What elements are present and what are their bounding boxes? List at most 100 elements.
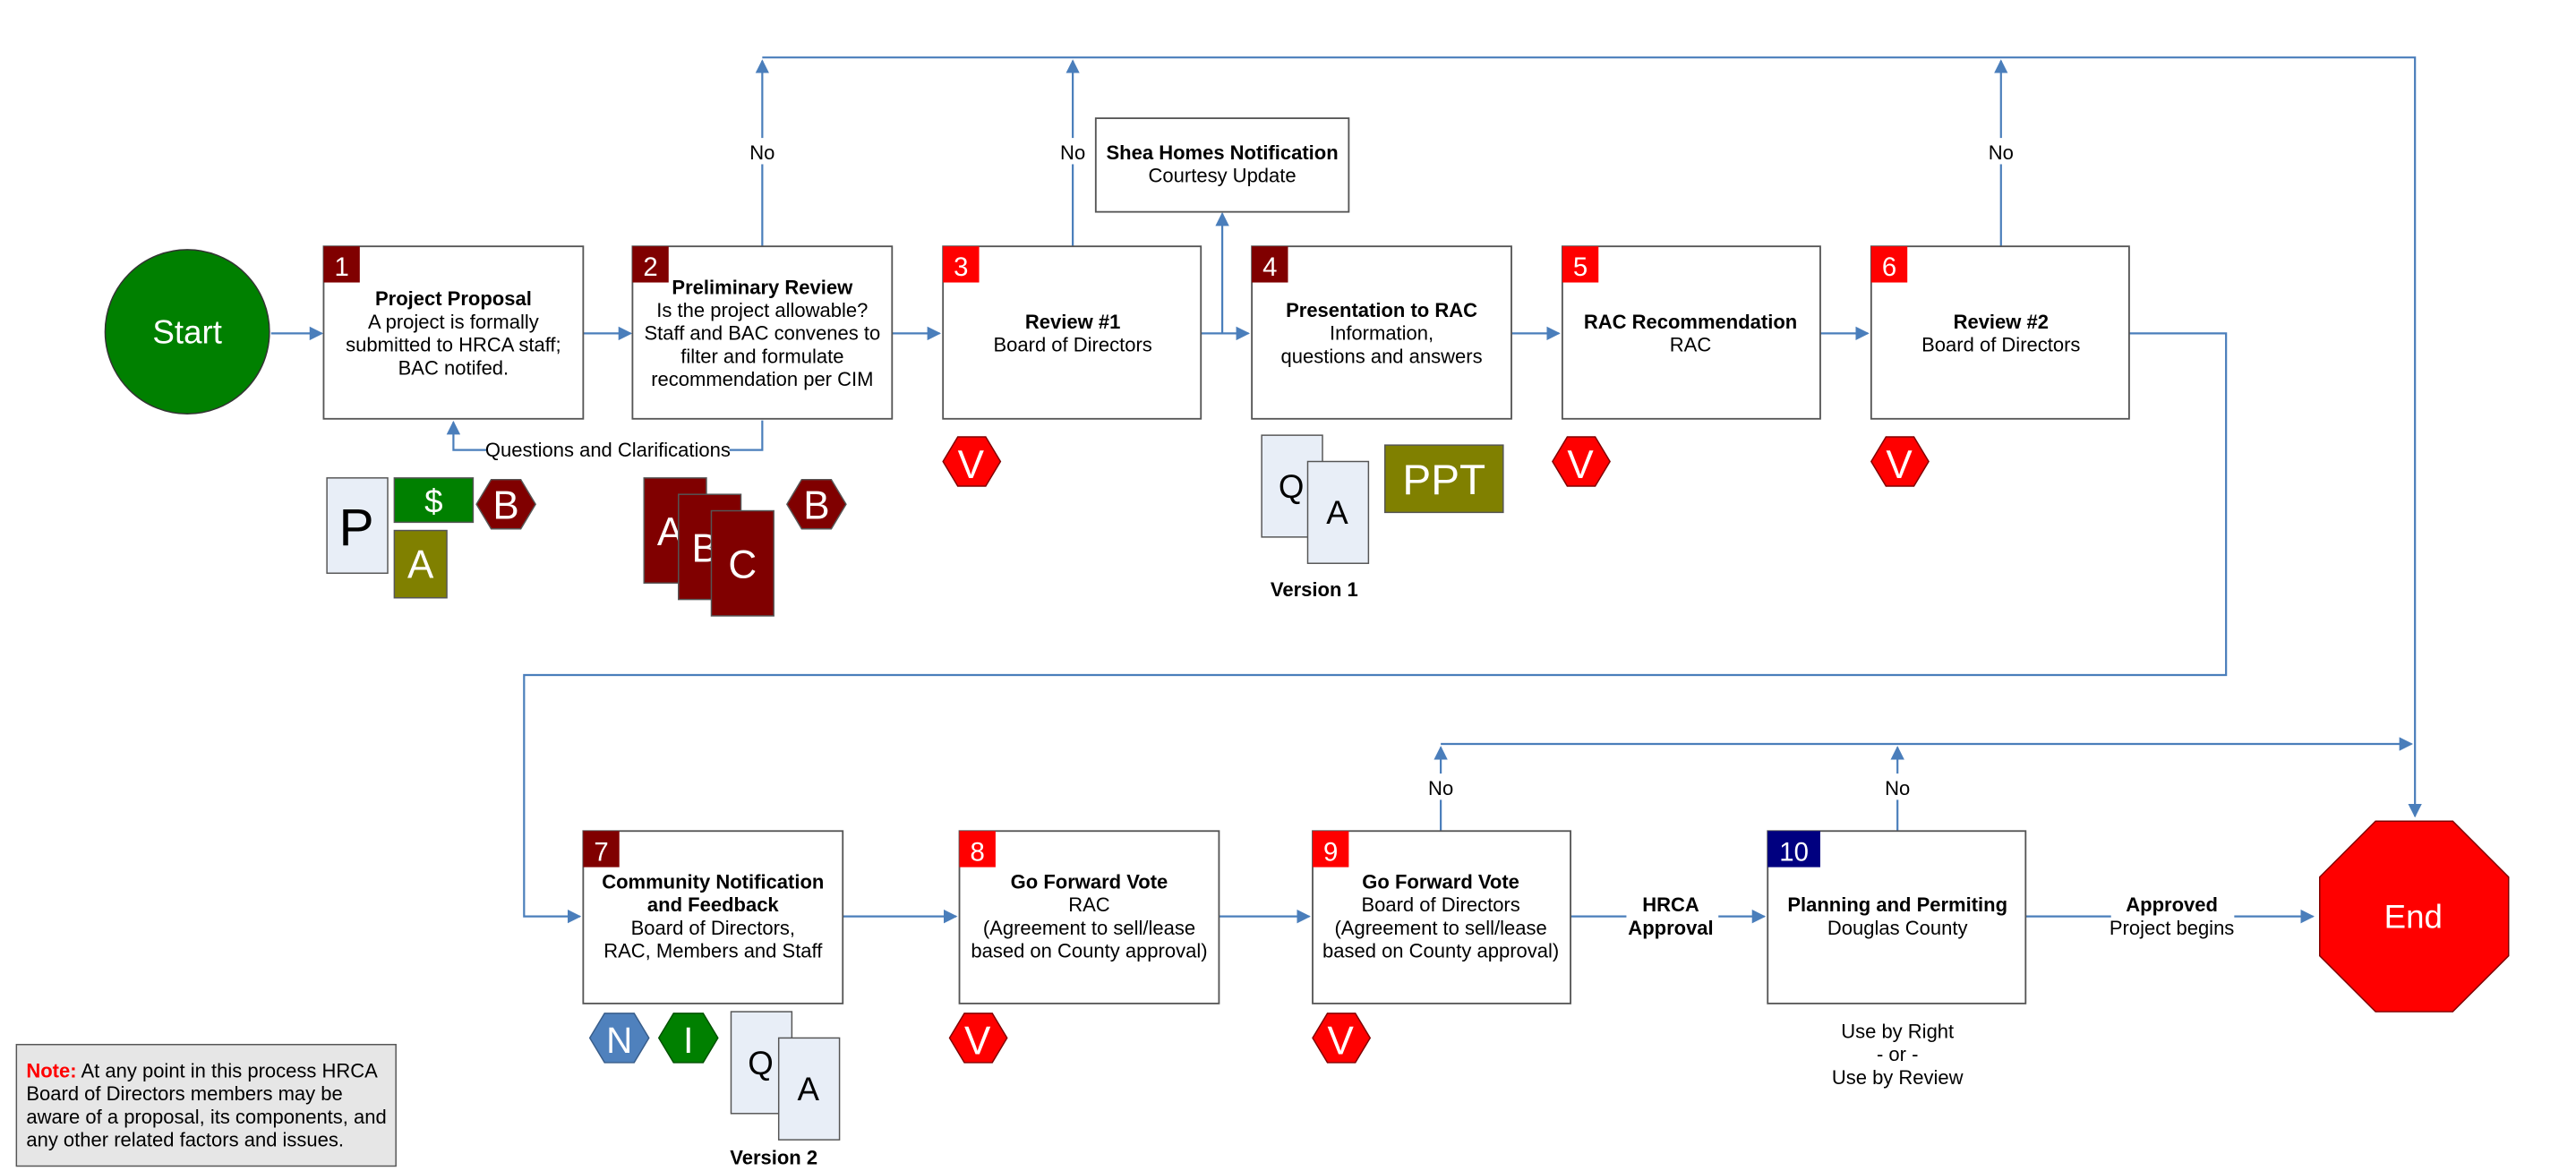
step-number: 2 — [643, 252, 657, 282]
step-number: 6 — [1882, 252, 1896, 282]
step-1-icons: P $ B A — [326, 477, 537, 599]
c-document-icon — [710, 509, 775, 617]
step-title: RAC Recommendation — [1584, 311, 1797, 333]
step-7: 7 Community Notification and Feedback Bo… — [582, 830, 844, 1004]
rejection-line-top — [762, 56, 2422, 818]
q-doc-letter: Q — [748, 1045, 774, 1081]
start-label: Start — [152, 313, 221, 350]
b-hexagon-icon — [475, 478, 537, 530]
proposal-document-icon — [326, 477, 389, 574]
v-hexagon-icon — [1870, 436, 1930, 487]
step-text-line: based on County approval) — [1322, 940, 1559, 962]
step-6: 6 Review #2 Board of Directors — [1870, 245, 2130, 420]
hrca-approval-label: HRCA — [1642, 893, 1699, 916]
ppt-icon-letter: PPT — [1402, 457, 1485, 504]
v-hexagon-icon — [948, 1013, 1008, 1064]
notification-title: Shea Homes Notification — [1107, 141, 1339, 164]
step-text-line: Board of Directors — [1361, 893, 1519, 916]
note-text-line: aware of a proposal, its components, and — [26, 1106, 386, 1128]
no-label-3: No — [1060, 141, 1085, 164]
use-by-label: Use by Review — [1832, 1066, 1964, 1089]
step-number: 7 — [594, 837, 608, 867]
step-number-badge — [959, 831, 996, 868]
step-text-line: questions and answers — [1281, 345, 1483, 367]
step-text-line: recommendation per CIM — [651, 368, 873, 390]
step-5: 5 RAC Recommendation RAC — [1561, 245, 1821, 420]
note-text-line: any other related factors and issues. — [26, 1128, 344, 1150]
hrca-approval-label: Approval — [1628, 917, 1713, 939]
step-number-badge — [1313, 831, 1349, 868]
step-number: 5 — [1573, 252, 1588, 282]
v-icon-letter: V — [1567, 443, 1594, 487]
vote-icons: V V V V V — [942, 436, 1930, 1064]
step-text-line: A project is formally — [368, 311, 539, 333]
step-title: and Feedback — [647, 893, 779, 916]
step-title: Community Notification — [602, 870, 824, 893]
c-doc-letter: C — [728, 543, 757, 587]
step-number-badge — [1562, 246, 1599, 283]
step-title: Project Proposal — [375, 287, 532, 310]
step-1: 1 Project Proposal A project is formally… — [322, 245, 585, 420]
step-text-line: Board of Directors, — [631, 917, 795, 939]
project-begins-label: Project begins — [2110, 917, 2234, 939]
step-number-badge — [323, 246, 360, 283]
step-8: 8 Go Forward Vote RAC (Agreement to sell… — [958, 830, 1220, 1004]
note-text-line: Board of Directors members may be — [26, 1082, 342, 1105]
v-hexagon-icon — [1312, 1013, 1372, 1064]
a-document-icon — [777, 1037, 841, 1141]
approved-label: Approved — [2126, 893, 2218, 916]
step-text-line: Board of Directors — [1921, 334, 2080, 356]
step-text-line: Douglas County — [1827, 917, 1968, 939]
step-number-badge — [1870, 246, 1908, 283]
end-label: End — [2384, 898, 2443, 935]
no-label-6: No — [1989, 141, 2014, 164]
step-number-badge — [1252, 246, 1288, 283]
use-by-label: Use by Right — [1841, 1020, 1954, 1042]
step-2: 2 Preliminary Review Is the project allo… — [631, 245, 894, 420]
version-1-label: Version 1 — [1271, 578, 1358, 601]
step-title: Preliminary Review — [672, 276, 853, 298]
i-icon-letter: I — [683, 1020, 693, 1061]
v-hexagon-icon — [942, 436, 1002, 487]
connectors — [270, 56, 2422, 924]
step-number: 8 — [971, 837, 985, 867]
step-number-badge — [1767, 831, 1820, 868]
step-title: Review #2 — [1954, 311, 2049, 333]
step-10: 10 Planning and Permiting Douglas County — [1767, 830, 2027, 1004]
step-7-icons: N I Q A Version 2 — [588, 1011, 841, 1169]
step-title: Go Forward Vote — [1362, 870, 1519, 893]
step-number: 4 — [1262, 252, 1277, 282]
step-text-line: Information, — [1330, 322, 1433, 345]
step-4-icons: Q A PPT Version 1 — [1261, 434, 1504, 601]
a-doc-letter: A — [1326, 494, 1348, 531]
step-text-line: BAC notifed. — [398, 356, 509, 379]
notification-subtitle: Courtesy Update — [1149, 165, 1297, 187]
step-4: 4 Presentation to RAC Information, quest… — [1251, 245, 1512, 420]
step-title: Go Forward Vote — [1011, 870, 1168, 893]
a-doc-letter: A — [797, 1071, 819, 1107]
step-number: 9 — [1323, 837, 1338, 867]
step-text-line: RAC — [1068, 893, 1110, 916]
no-label-9: No — [1428, 777, 1453, 799]
step-text-line: based on County approval) — [971, 940, 1207, 962]
n-icon-letter: N — [606, 1020, 632, 1061]
step-text-line: (Agreement to sell/lease — [1334, 917, 1546, 939]
step-title: Review #1 — [1025, 311, 1120, 333]
v-icon-letter: V — [1328, 1020, 1355, 1064]
step-text-line: (Agreement to sell/lease — [983, 917, 1195, 939]
v-icon-letter: V — [958, 443, 985, 487]
step-text-line: Board of Directors — [993, 334, 1151, 356]
step-number-badge — [583, 831, 620, 868]
note-label: Note: — [26, 1059, 76, 1081]
version-2-label: Version 2 — [730, 1147, 817, 1169]
step-number: 10 — [1779, 837, 1809, 867]
start-terminal — [104, 249, 270, 415]
questions-clarifications-label: Questions and Clarifications — [485, 439, 731, 461]
step-9: 9 Go Forward Vote Board of Directors (Ag… — [1312, 830, 1571, 1004]
b-icon-letter: B — [803, 484, 829, 528]
step-text-line: Is the project allowable? — [656, 299, 868, 321]
step-number-badge — [943, 246, 980, 283]
step-text-line: RAC, Members and Staff — [603, 940, 823, 962]
n-hexagon-icon — [588, 1013, 650, 1064]
